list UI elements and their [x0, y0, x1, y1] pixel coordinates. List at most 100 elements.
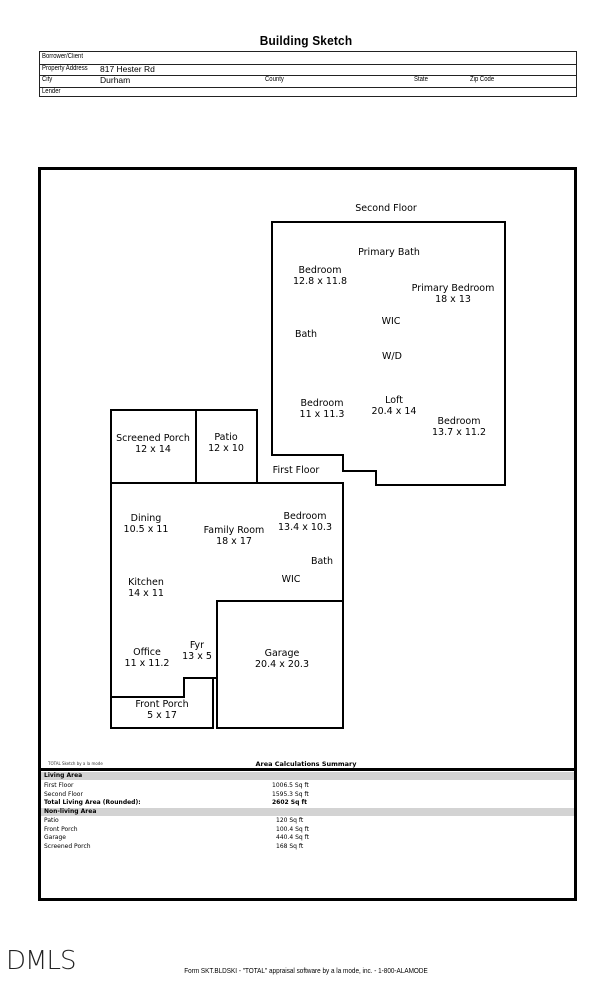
form-footer-text: Form SKT.BLDSKI - "TOTAL" appraisal soft…: [184, 966, 428, 975]
room-name: Bedroom: [283, 511, 327, 522]
living-value-second-floor: 1595.3 Sq ft: [272, 790, 309, 798]
nonliving-value-front-porch: 100.4 Sq ft: [276, 825, 309, 833]
room-name: Screened Porch: [116, 433, 190, 444]
nonliving-label-screened-porch: Screened Porch: [44, 842, 91, 850]
sketch-credit: TOTAL Sketch by a la mode: [48, 761, 103, 766]
total-living-label: Total Living Area (Rounded):: [44, 799, 141, 806]
sketch-frame: [38, 167, 577, 901]
living-label-second-floor: Second Floor: [44, 790, 83, 798]
room-name: Office: [133, 647, 161, 658]
living-area-band: [41, 772, 574, 780]
area-summary-title: Area Calculations Summary: [255, 760, 357, 768]
room-wic-2: WIC: [381, 316, 401, 328]
room-dims: 20.4 x 20.3: [255, 658, 309, 670]
room-name: Loft: [385, 395, 403, 406]
room-dims: 13.4 x 10.3: [278, 521, 332, 533]
room-name: Dining: [130, 513, 162, 524]
document-title: Building Sketch: [259, 34, 353, 48]
room-wic-1: WIC: [281, 574, 301, 586]
nonliving-label-garage: Garage: [44, 834, 66, 841]
room-dims: 12 x 10: [208, 442, 244, 454]
lender-label: Lender: [42, 87, 61, 95]
room-name: Bedroom: [437, 416, 481, 427]
city-label: City: [42, 76, 53, 83]
room-name: WIC: [381, 316, 401, 327]
room-name: Bedroom: [298, 265, 342, 276]
second-floor-outline: [271, 221, 506, 486]
nonliving-value-screened-porch: 168 Sq ft: [276, 842, 304, 850]
room-name: Bath: [294, 329, 318, 340]
room-name: Family Room: [203, 525, 265, 536]
room-name: Kitchen: [128, 577, 164, 588]
borrower-row: Borrower/Client: [40, 52, 576, 65]
nonliving-label-front-porch: Front Porch: [44, 825, 78, 833]
property-address-row: Property Address 817 Hester Rd: [40, 63, 576, 76]
garage-outline: [216, 600, 344, 729]
room-dims: 10.5 x 11: [123, 523, 169, 535]
room-bath-1: Bath: [310, 556, 334, 568]
dmls-logo: DMLS: [6, 946, 76, 976]
room-wd: W/D: [382, 351, 402, 363]
room-name: WIC: [281, 574, 301, 585]
room-dims: 5 x 17: [147, 709, 177, 721]
room-dims: 18 x 13: [435, 293, 471, 305]
room-name: Fyr: [189, 640, 205, 651]
lender-row: Lender: [40, 87, 576, 99]
room-dims: 13.7 x 11.2: [432, 426, 486, 438]
room-name: W/D: [382, 351, 402, 362]
nonliving-value-patio: 120 Sq ft: [276, 817, 304, 824]
room-dims: 13 x 5: [182, 650, 212, 662]
nonliving-area-band: [41, 808, 574, 816]
room-name: Bath: [310, 556, 334, 567]
room-bath-2: Bath: [294, 329, 318, 341]
room-dims: 12 x 14: [135, 443, 171, 455]
room-dims: 11 x 11.2: [124, 657, 170, 669]
room-dims: 12.8 x 11.8: [293, 275, 347, 287]
borrower-label: Borrower/Client: [42, 53, 84, 60]
city-row: City Durham County State Zip Code: [40, 75, 576, 88]
property-header-table: Borrower/Client Property Address 817 Hes…: [39, 51, 577, 97]
zip-label: Zip Code: [470, 76, 495, 83]
room-dims: 11 x 11.3: [299, 408, 345, 420]
front-porch-outline: [110, 677, 214, 729]
property-address-label: Property Address: [42, 64, 88, 72]
nonliving-value-garage: 440.4 Sq ft: [276, 834, 309, 841]
room-name: Primary Bath: [358, 247, 420, 258]
nonliving-label-patio: Patio: [44, 817, 59, 824]
room-name: Garage: [264, 648, 300, 659]
summary-divider: [38, 768, 577, 771]
county-label: County: [265, 76, 284, 83]
room-dims: 14 x 11: [128, 587, 164, 599]
nonliving-area-header: Non-living Area: [44, 808, 97, 815]
room-dims: 20.4 x 14: [371, 405, 417, 417]
room-name: Patio: [214, 432, 238, 443]
property-address-value: 817 Hester Rd: [100, 63, 155, 74]
living-area-header: Living Area: [44, 772, 83, 779]
living-label-first-floor: First Floor: [44, 782, 74, 789]
room-name: Primary Bedroom: [411, 283, 495, 294]
second-floor-label: Second Floor: [355, 203, 417, 214]
room-dims: 18 x 17: [216, 535, 252, 547]
city-value: Durham: [100, 75, 131, 85]
state-label: State: [414, 76, 428, 83]
room-primary-bath: Primary Bath: [358, 247, 420, 259]
living-value-first-floor: 1006.5 Sq ft: [272, 782, 309, 789]
total-living-value: 2602 Sq ft: [272, 799, 307, 806]
first-floor-label: First Floor: [272, 465, 320, 476]
